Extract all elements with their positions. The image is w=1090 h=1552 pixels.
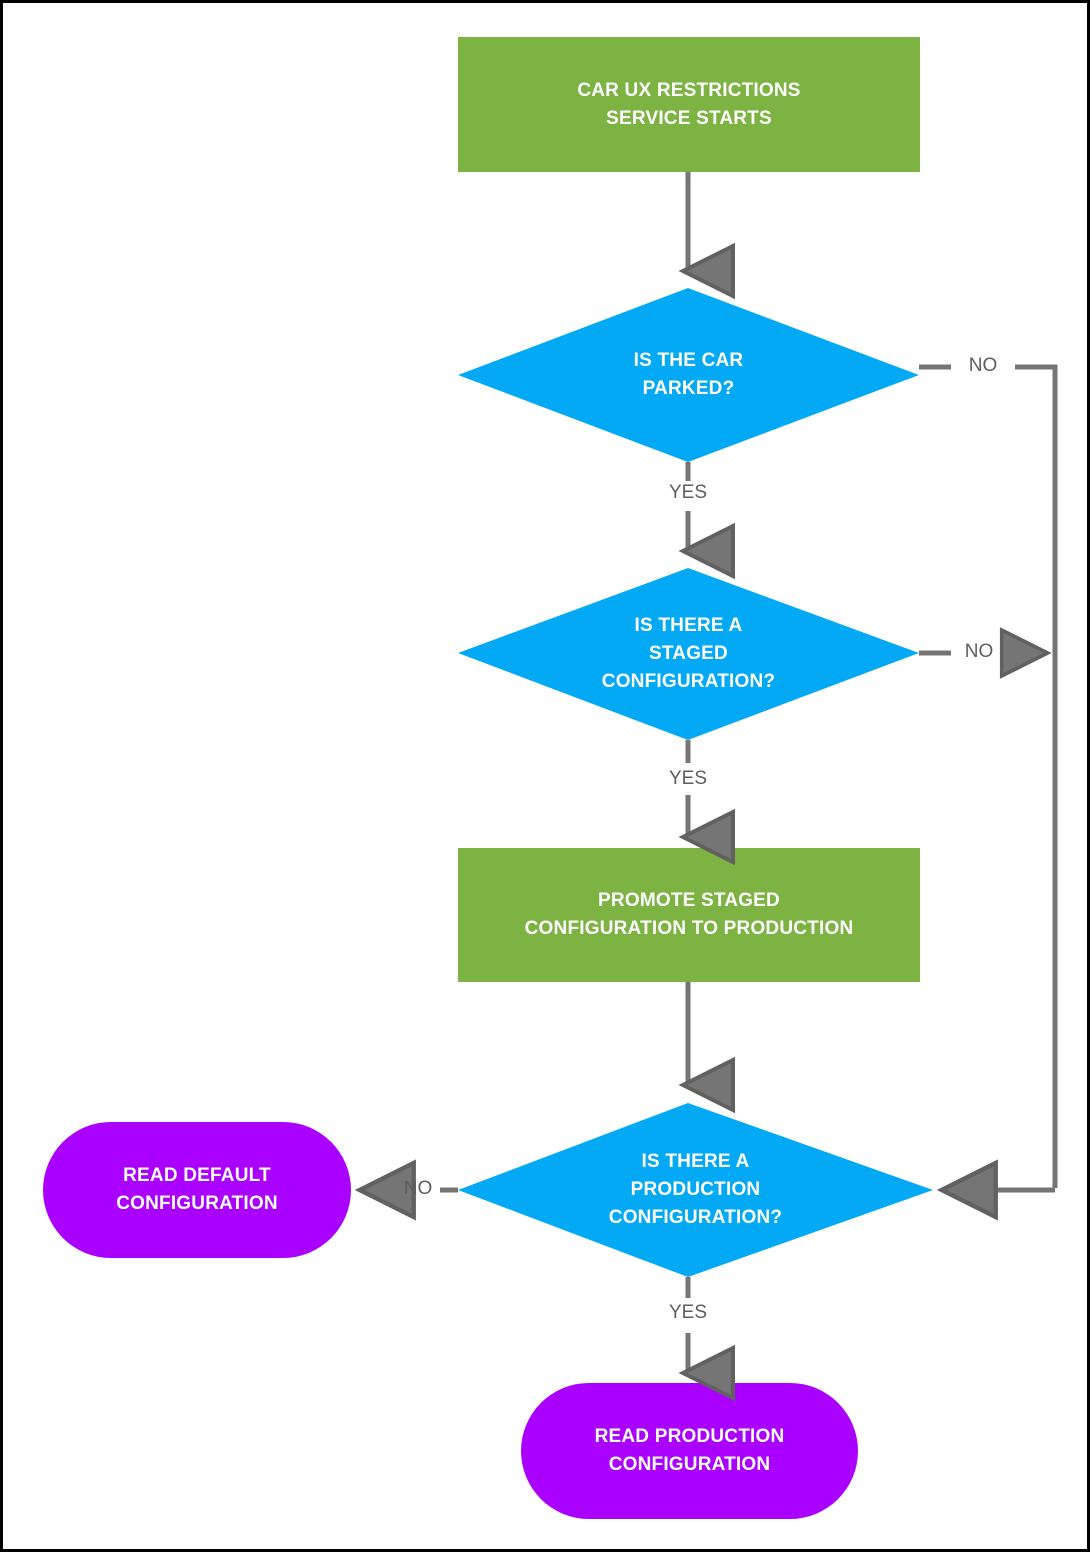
node-shape-car-parked[interactable] [458,288,919,462]
node-shape-promote-staged[interactable] [458,848,920,982]
flowchart-graphics [43,37,1058,1519]
node-shape-read-production[interactable] [521,1383,858,1519]
node-shape-read-default[interactable] [43,1122,351,1258]
edge-car-parked-no-right [1015,364,1058,1188]
node-shape-production-config[interactable] [458,1103,933,1277]
node-shape-start[interactable] [458,37,920,172]
node-shape-staged-config[interactable] [458,568,919,740]
